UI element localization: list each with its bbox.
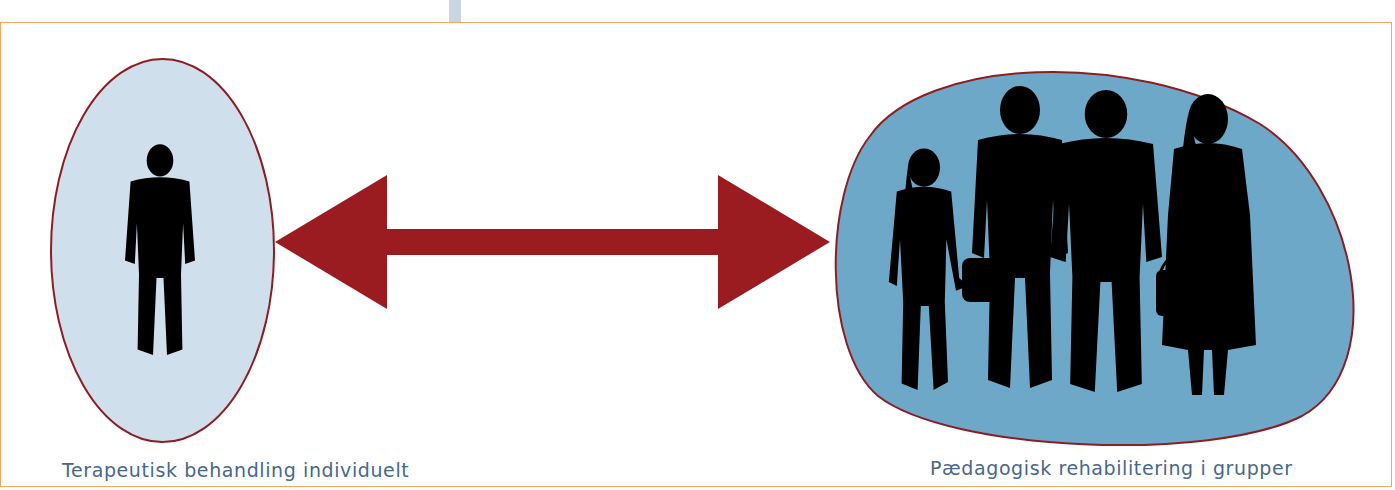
individual-ellipse: Terapeutisk behandling individuelt — [50, 58, 275, 443]
double-arrow — [275, 175, 830, 309]
group-blob: Pædagogisk rehabilitering i grupper — [830, 66, 1375, 443]
person-silhouette — [1050, 90, 1162, 392]
person-silhouette — [889, 148, 968, 390]
node-label: Terapeutisk behandling individuelt — [62, 458, 502, 482]
person-silhouette — [962, 86, 1068, 388]
person-silhouette — [125, 144, 195, 355]
top-mark — [449, 0, 461, 22]
node-shape — [836, 72, 1354, 445]
person-silhouette — [1156, 94, 1256, 395]
node-outline — [830, 66, 1375, 443]
node-shape — [51, 59, 274, 442]
node-label: Pædagogisk rehabilitering i grupper — [930, 456, 1395, 480]
node-outline — [50, 58, 275, 443]
